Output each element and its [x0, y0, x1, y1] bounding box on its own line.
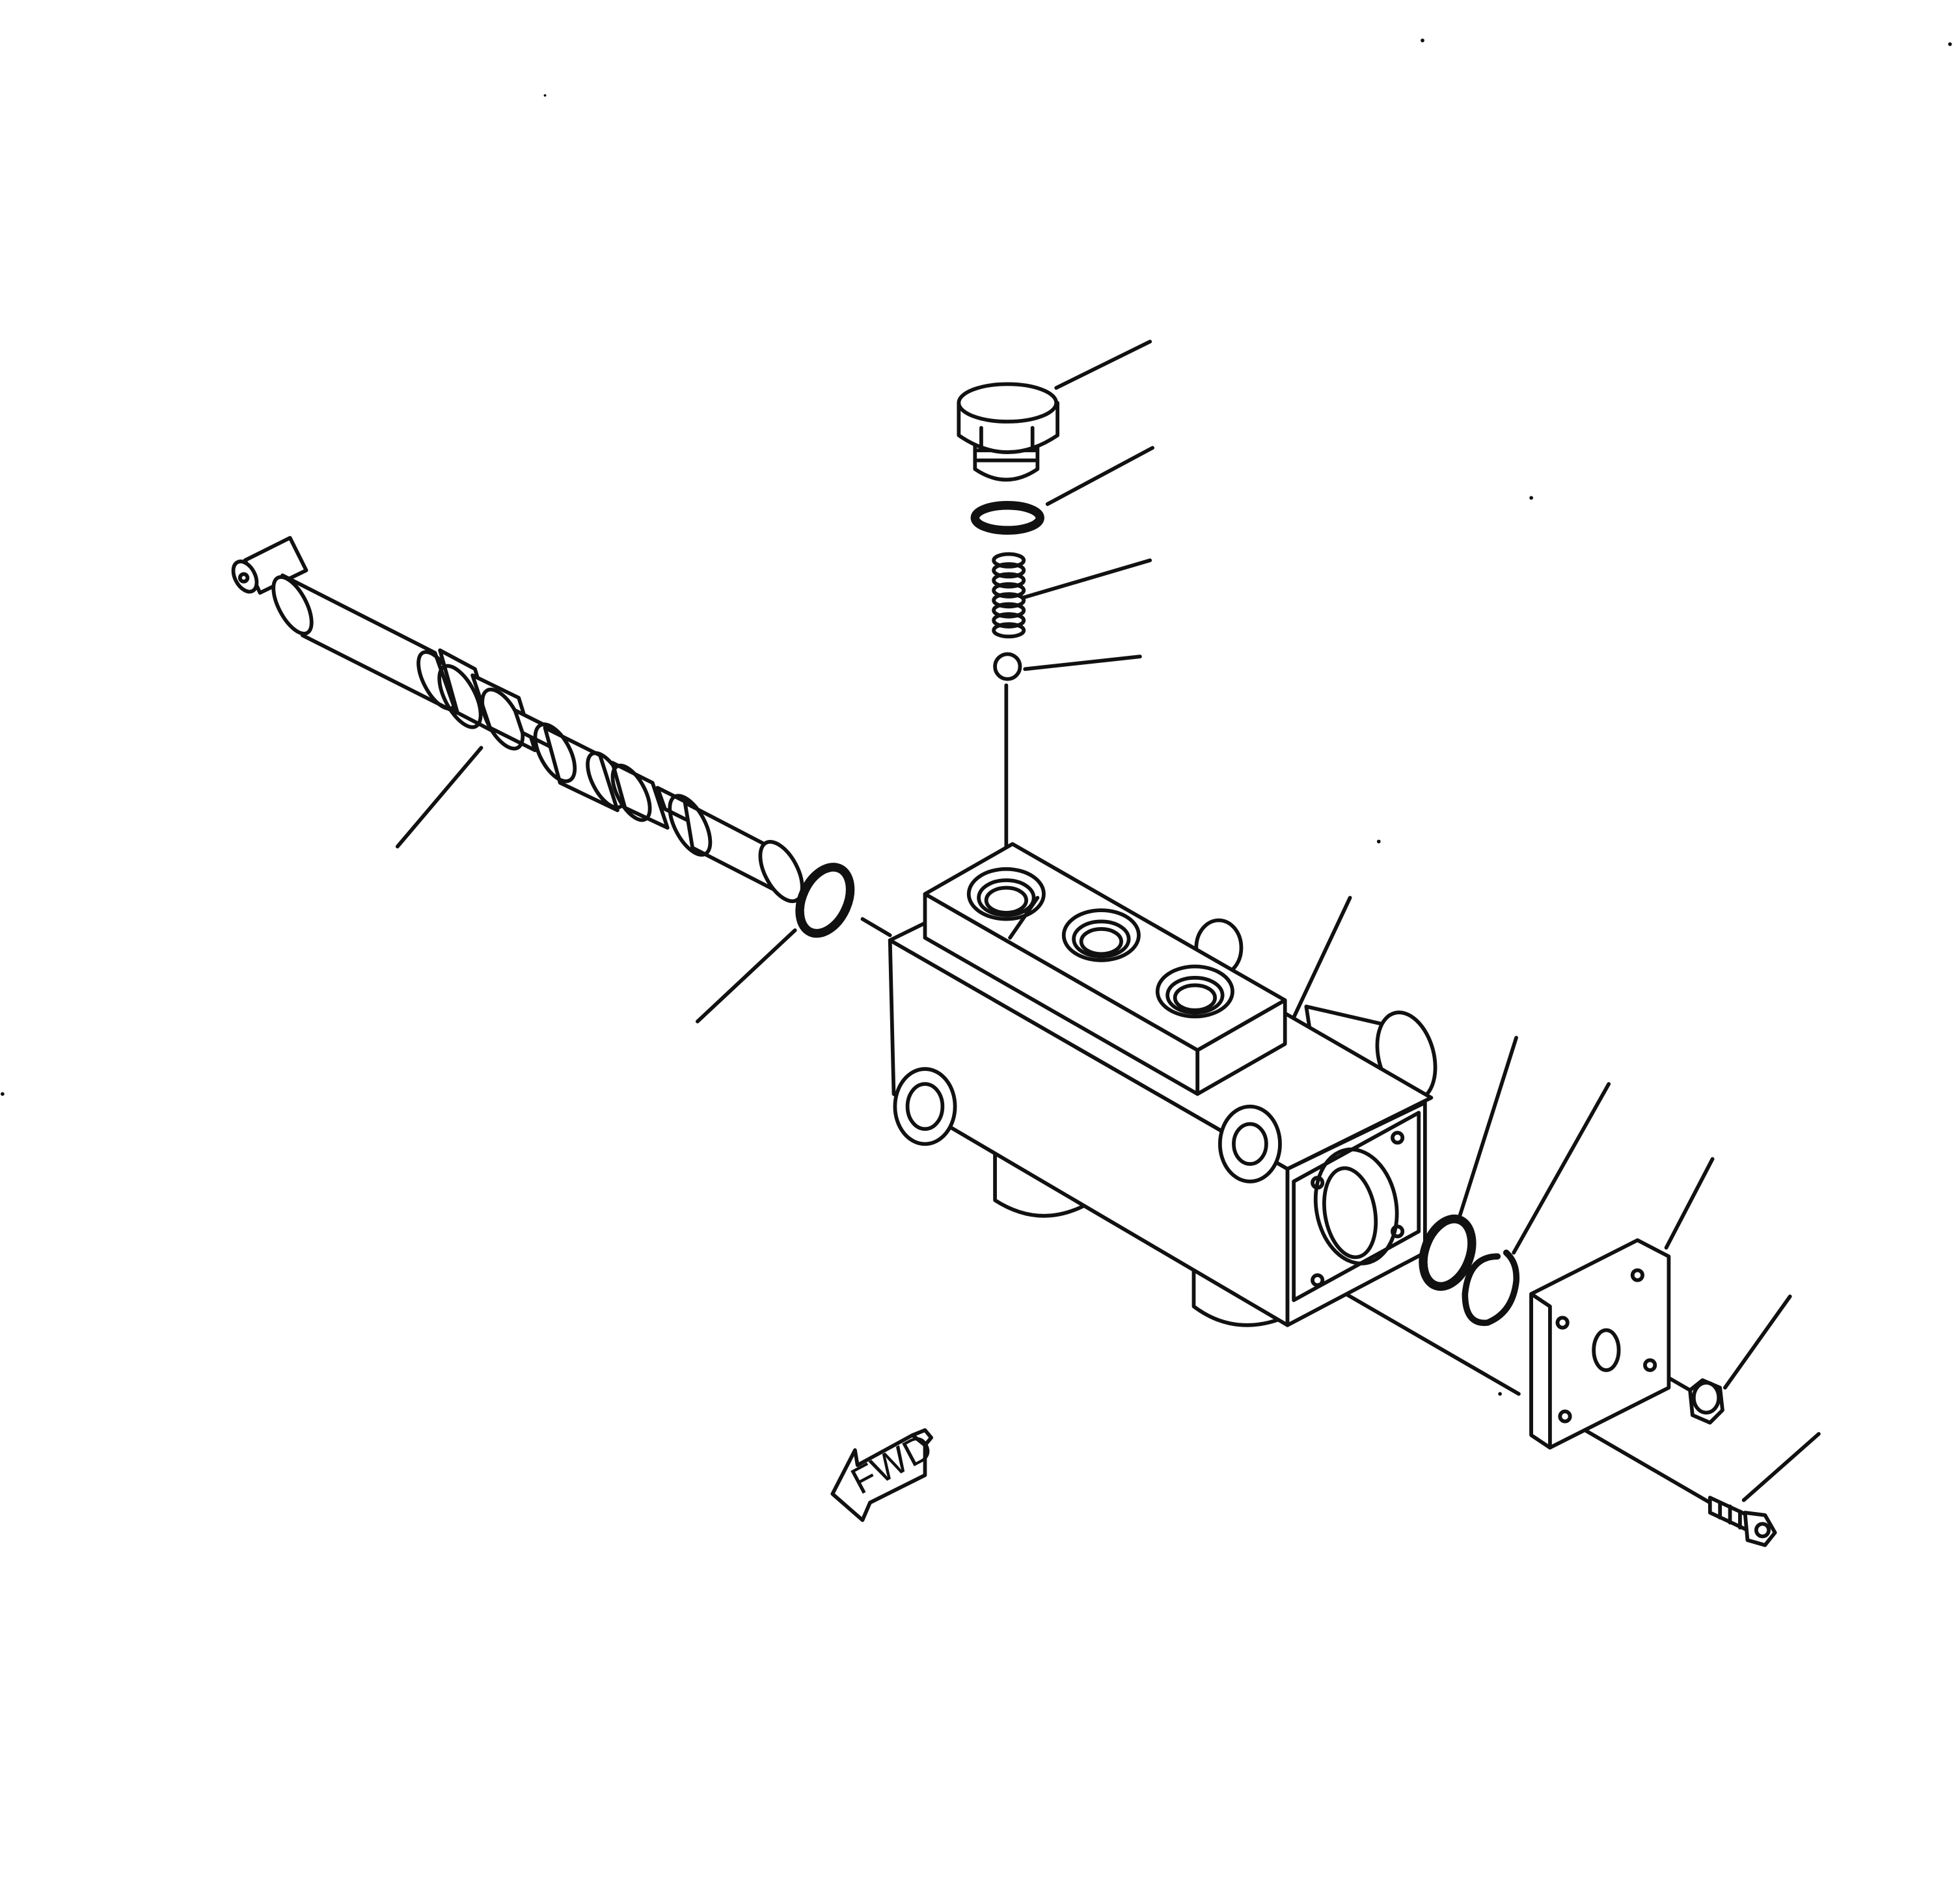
- o-ring-icon: [1419, 1214, 1477, 1291]
- leader-o-ring-plug: [1045, 446, 1154, 506]
- o-ring-icon: [795, 863, 855, 938]
- axis-cover: [1333, 1286, 1521, 1396]
- bolt-icon: [1708, 1496, 1777, 1547]
- o-ring-icon: [970, 501, 1044, 535]
- hex-nut-icon: [1688, 1378, 1724, 1425]
- leader-plug: [1054, 340, 1152, 390]
- leader-snap-ring: [1512, 1082, 1611, 1255]
- spool-icon: [231, 535, 804, 904]
- leader-spring: [1020, 558, 1152, 600]
- axis-bolt: [1583, 1428, 1712, 1505]
- valve-body-icon: [888, 842, 1437, 1327]
- axis-spool: [860, 917, 892, 938]
- snap-ring-icon: [1462, 1249, 1520, 1327]
- leader-ball: [1023, 655, 1142, 671]
- fwd-arrow-icon: FWD: [830, 1425, 940, 1522]
- leader-cover-plate: [1664, 1157, 1715, 1250]
- ball-icon: [993, 652, 1022, 681]
- leader-nut: [1722, 1294, 1792, 1390]
- coil-spring-icon: [992, 552, 1026, 639]
- assembly-axis-lines: [860, 683, 1712, 1505]
- leader-o-ring-cover: [1458, 1036, 1518, 1217]
- leader-o-ring-spool: [695, 928, 797, 1023]
- leader-spool: [395, 746, 483, 849]
- cover-plate-icon: [1529, 1238, 1671, 1450]
- hex-plug-icon: [957, 382, 1059, 482]
- leader-bolt: [1741, 1432, 1821, 1502]
- scan-speckles: [0, 38, 1952, 1396]
